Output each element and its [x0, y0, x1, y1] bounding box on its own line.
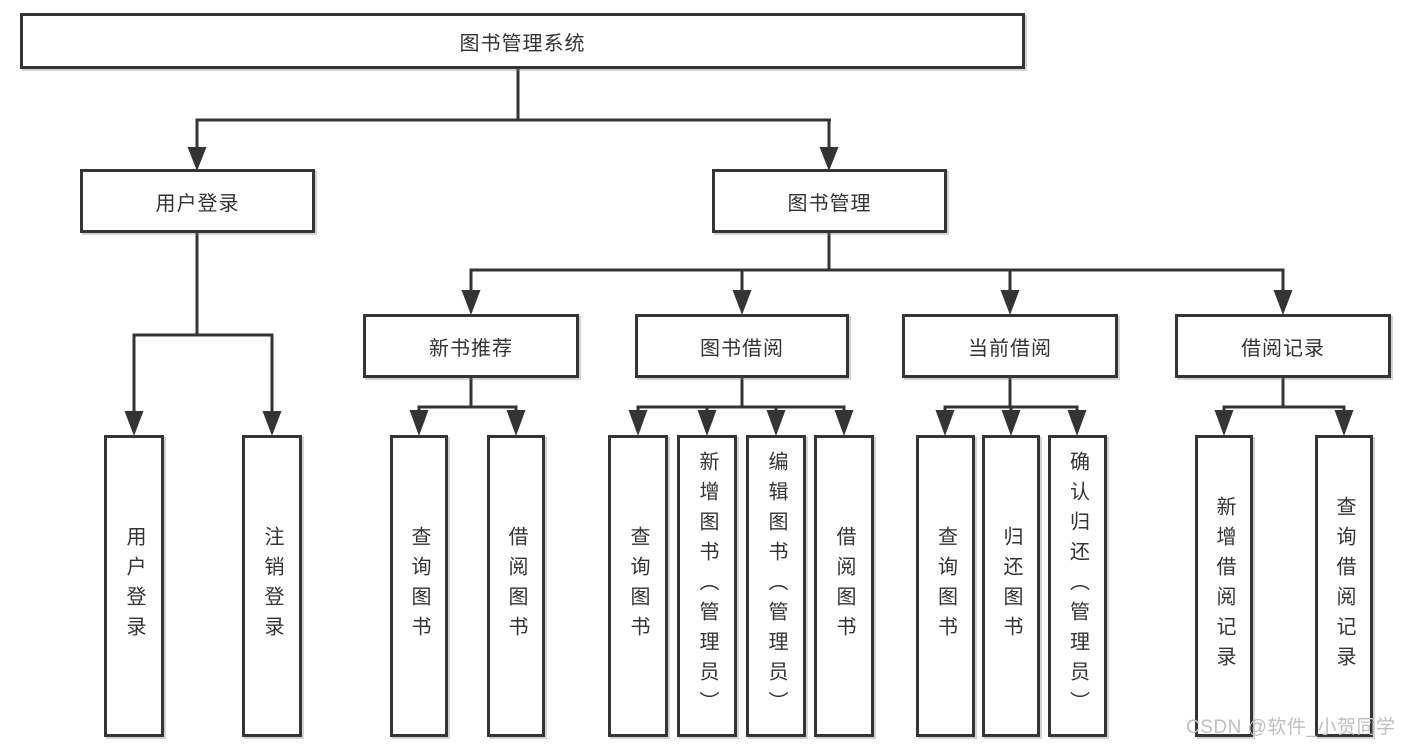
node-book-mgmt-label: 图书管理	[787, 192, 872, 215]
node-user-login: 用户登录	[80, 169, 315, 233]
leaf-record-query-label: 查询借阅记录	[1333, 496, 1355, 676]
leaf-current-return: 归还图书	[982, 435, 1040, 737]
leaf-logout-label: 注销登录	[261, 526, 283, 646]
leaf-borrow-book: 借阅图书	[814, 435, 874, 737]
leaf-borrow-book-label: 借阅图书	[833, 526, 855, 646]
leaf-borrow-edit-admin-label: 编辑图书（管理员）	[765, 451, 787, 721]
leaf-newbook-borrow-label: 借阅图书	[505, 526, 527, 646]
node-book-mgmt: 图书管理	[712, 169, 947, 233]
leaf-user-login-label: 用户登录	[123, 526, 145, 646]
leaf-borrow-add-admin: 新增图书（管理员）	[677, 435, 737, 737]
node-new-book-recommend-label: 新书推荐	[429, 337, 513, 360]
wires-current-borrow-to-leaves	[935, 378, 1087, 436]
node-user-login-label: 用户登录	[155, 192, 240, 215]
node-root: 图书管理系统	[20, 13, 1025, 69]
wires-book-borrow-to-leaves	[628, 378, 854, 436]
wires-new-book-to-leaves	[409, 378, 526, 436]
node-current-borrow: 当前借阅	[902, 314, 1118, 378]
node-borrow-record-label: 借阅记录	[1241, 337, 1325, 360]
leaf-current-confirm-admin: 确认归还（管理员）	[1048, 435, 1107, 737]
leaf-record-add-label: 新增借阅记录	[1213, 496, 1235, 676]
leaf-current-confirm-admin-label: 确认归还（管理员）	[1066, 451, 1089, 721]
leaf-borrow-add-admin-label: 新增图书（管理员）	[696, 451, 718, 721]
leaf-newbook-query-label: 查询图书	[408, 526, 430, 646]
leaf-logout: 注销登录	[242, 435, 302, 737]
csdn-watermark: CSDN @软件_小贺同学	[1186, 717, 1396, 738]
wires-borrow-record-to-leaves	[1214, 378, 1354, 436]
leaf-record-add: 新增借阅记录	[1195, 435, 1253, 737]
wires-book-mgmt-to-level3	[461, 233, 1293, 315]
node-root-label: 图书管理系统	[459, 32, 586, 55]
node-book-borrow: 图书借阅	[635, 314, 849, 378]
node-new-book-recommend: 新书推荐	[363, 314, 579, 378]
wires-user-login-to-leaves	[124, 233, 282, 436]
leaf-newbook-borrow: 借阅图书	[487, 435, 545, 737]
leaf-borrow-query-label: 查询图书	[627, 526, 649, 646]
wires-root-to-level2	[187, 69, 839, 171]
node-book-borrow-label: 图书借阅	[700, 337, 784, 360]
node-current-borrow-label: 当前借阅	[968, 337, 1052, 360]
leaf-record-query: 查询借阅记录	[1315, 435, 1373, 737]
leaf-newbook-query: 查询图书	[390, 435, 448, 737]
leaf-current-return-label: 归还图书	[1000, 526, 1022, 646]
leaf-borrow-query: 查询图书	[608, 435, 668, 737]
node-borrow-record: 借阅记录	[1175, 314, 1391, 378]
leaf-current-query-label: 查询图书	[934, 526, 957, 646]
leaf-borrow-edit-admin: 编辑图书（管理员）	[746, 435, 806, 737]
leaf-current-query: 查询图书	[916, 435, 975, 737]
leaf-user-login: 用户登录	[104, 435, 164, 737]
